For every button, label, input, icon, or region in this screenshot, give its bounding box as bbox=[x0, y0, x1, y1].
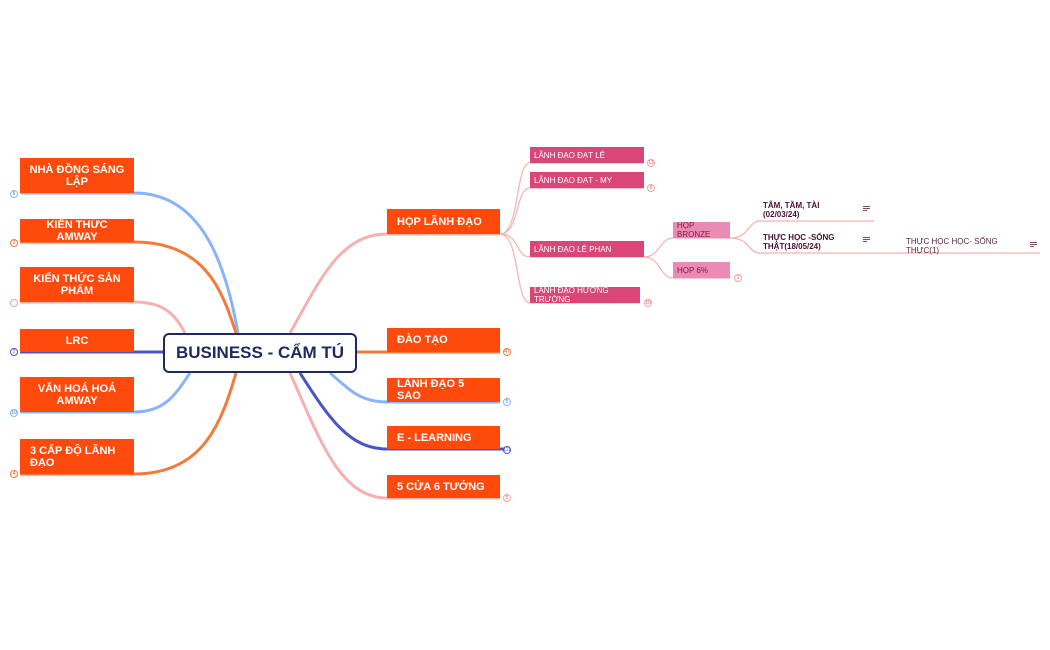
badge-count: 10 bbox=[644, 299, 652, 307]
badge-count: 2 bbox=[10, 348, 18, 356]
note-icon[interactable] bbox=[1030, 242, 1037, 248]
topic-lanh-dao-le-phan[interactable]: LÃNH ĐẠO LÊ PHAN bbox=[530, 241, 644, 257]
link-nha-dong-sang-lap bbox=[20, 191, 240, 334]
badge-count: 5 bbox=[503, 494, 511, 502]
link-lanh-dao-5-sao bbox=[329, 371, 500, 404]
note-icon[interactable] bbox=[863, 206, 870, 212]
central-topic[interactable]: BUSINESS - CẨM TÚ bbox=[163, 333, 357, 373]
badge-count bbox=[10, 299, 18, 307]
branch-hop-lanh-dao[interactable]: HỌP LÃNH ĐẠO bbox=[387, 209, 500, 234]
badge-count: 47 bbox=[503, 348, 511, 356]
link-e-learning bbox=[298, 372, 505, 451]
branch-3-cap-do-lanh-dao[interactable]: 3 CẤP ĐỘ LÃNH ĐẠO bbox=[20, 439, 134, 474]
branch-5-cua-6-tuong[interactable]: 5 CỬA 6 TƯỚNG bbox=[387, 475, 500, 498]
topic-lanh-dao-huong-truong[interactable]: LÃNH ĐẠO HƯƠNG TRƯỜNG bbox=[530, 286, 640, 304]
topic-lanh-dao-dat-my[interactable]: LÃNH ĐẠO ĐẠT - MY bbox=[530, 172, 644, 188]
branch-kien-thuc-san-pham[interactable]: KIẾN THỨC SẢN PHẨM bbox=[20, 267, 134, 302]
badge-count: 5 bbox=[503, 398, 511, 406]
branch-lanh-dao-5-sao[interactable]: LÃNH ĐẠO 5 SAO bbox=[387, 378, 500, 402]
link-van-hoa bbox=[20, 372, 192, 414]
link-5-cua bbox=[288, 372, 500, 500]
badge-count: 11 bbox=[647, 159, 655, 167]
badge-count: 2 bbox=[10, 239, 18, 247]
badge-count: 10 bbox=[10, 409, 18, 417]
topic-lanh-dao-dat-le[interactable]: LÃNH ĐẠO ĐẠT LÊ bbox=[530, 147, 644, 163]
topic-thuc-hoc-song-that[interactable]: THỰC HỌC -SỐNG THẬT(18/05/24) bbox=[763, 233, 835, 251]
topic-thuc-hoc-song-thuc[interactable]: THỰC HỌC HỌC- SỐNG THỰC(1) bbox=[906, 237, 998, 255]
branch-kien-thuc-amway[interactable]: KIẾN THỨC AMWAY bbox=[20, 219, 134, 243]
link-kien-thuc-amway bbox=[20, 240, 238, 334]
badge-count: 1 bbox=[734, 274, 742, 282]
badge-count: 6 bbox=[10, 190, 18, 198]
branch-van-hoa-amway[interactable]: VĂN HOÁ HOÁ AMWAY bbox=[20, 377, 134, 412]
badge-count: 4 bbox=[10, 470, 18, 478]
topic-tam-tam-tai[interactable]: TÂM, TẦM, TÀI (02/03/24) bbox=[763, 201, 820, 219]
branch-e-learning[interactable]: E - LEARNING bbox=[387, 426, 500, 449]
branch-nha-dong-sang-lap[interactable]: NHÀ ĐỒNG SÁNG LẬP bbox=[20, 158, 134, 193]
link-hop-lanh-dao bbox=[288, 232, 500, 334]
link-3-cap-do bbox=[20, 372, 238, 476]
badge-count: 111 bbox=[503, 446, 511, 454]
badge-count: 6 bbox=[647, 184, 655, 192]
note-icon[interactable] bbox=[863, 237, 870, 243]
topic-hop-bronze[interactable]: HỌP BRONZE bbox=[673, 221, 730, 239]
link-kien-thuc-san-pham bbox=[20, 300, 187, 334]
branch-lrc[interactable]: LRC bbox=[20, 329, 134, 352]
branch-dao-tao[interactable]: ĐÀO TẠO bbox=[387, 328, 500, 352]
topic-hop-6-percent[interactable]: HỌP 6% bbox=[673, 262, 730, 278]
